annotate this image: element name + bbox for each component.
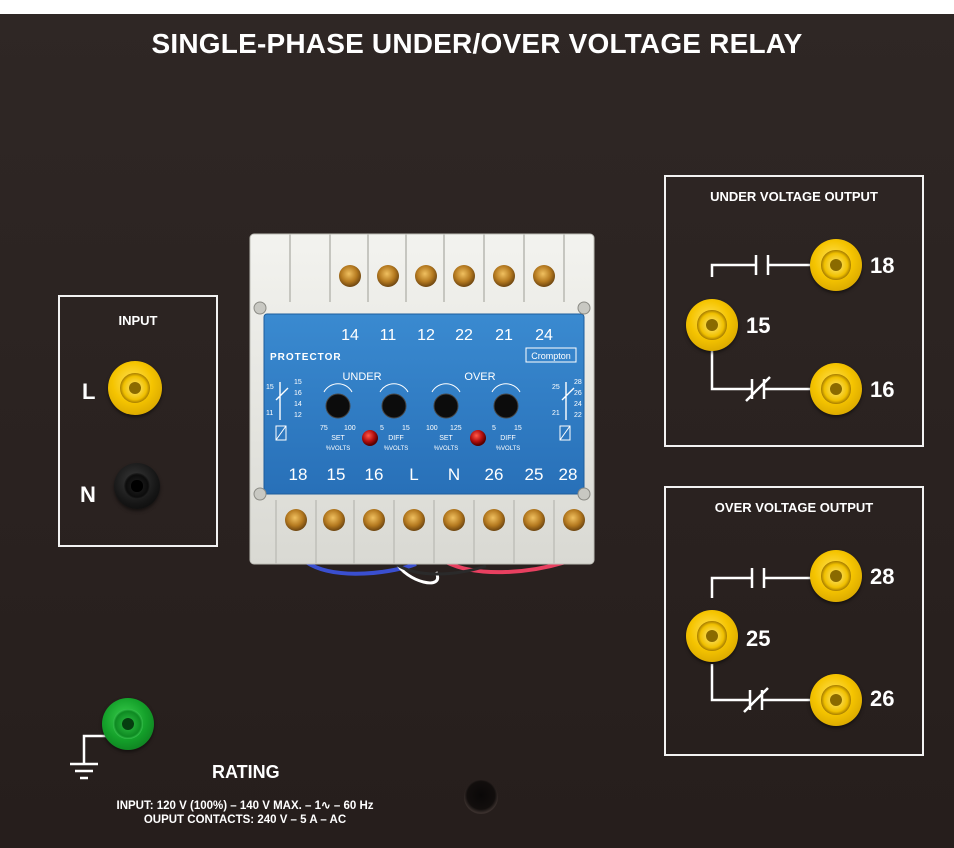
knob-min: 5	[380, 425, 384, 432]
knob-max: 100	[344, 425, 356, 432]
knob-min: 100	[426, 425, 438, 432]
input-box-title: INPUT	[118, 313, 158, 328]
relay-top-terminal: 21	[495, 327, 513, 344]
over-voltage-output-box: OVER VOLTAGE OUTPUT 28 25 26	[664, 486, 924, 756]
under-voltage-output-title: UNDER VOLTAGE OUTPUT	[710, 189, 878, 204]
terminal-26-jack[interactable]	[810, 674, 862, 726]
left-side-label: 15	[266, 384, 274, 391]
rating-label: RATING	[212, 762, 280, 782]
terminal-18-jack[interactable]	[810, 239, 862, 291]
terminal-26-label: 26	[870, 686, 895, 711]
terminal-16-jack[interactable]	[810, 363, 862, 415]
relay-bottom-terminal: 18	[289, 465, 308, 484]
right-side-label: 21	[552, 410, 560, 417]
terminal-28-jack[interactable]	[810, 550, 862, 602]
ground-symbol-icon	[70, 734, 106, 780]
right-side-label: 25	[552, 384, 560, 391]
knob-name: DIFF	[388, 435, 404, 442]
neutral-input-jack[interactable]	[114, 463, 160, 509]
relay-bottom-terminal: 25	[525, 465, 544, 484]
over-voltage-output-title: OVER VOLTAGE OUTPUT	[714, 500, 874, 515]
right-scale-label: 24	[574, 401, 582, 408]
knob-max: 15	[402, 425, 410, 432]
relay-top-terminal: 22	[455, 327, 473, 344]
relay-top-terminal: 14	[341, 327, 359, 344]
terminal-15-label: 15	[746, 313, 771, 338]
knob-name: SET	[439, 435, 453, 442]
relay-module: 14 11 12 22 21 24 PROTECTOR Crompton UND…	[249, 233, 595, 585]
left-scale-label: 16	[294, 390, 302, 397]
relay-top-terminal: 11	[380, 327, 397, 344]
relay-bottom-terminal: 15	[327, 465, 346, 484]
over-label: OVER	[464, 371, 495, 383]
under-voltage-output-box: UNDER VOLTAGE OUTPUT 18 15 16	[664, 175, 924, 447]
knob-unit: %VOLTS	[434, 446, 459, 452]
relay-bottom-terminal: 26	[485, 465, 504, 484]
relay-bottom-terminal: L	[409, 465, 418, 484]
terminal-18-label: 18	[870, 253, 895, 278]
knob-name: DIFF	[500, 435, 516, 442]
knob-unit: %VOLTS	[496, 446, 521, 452]
right-scale-label: 28	[574, 379, 582, 386]
terminal-25-jack[interactable]	[686, 610, 738, 662]
neutral-label: N	[80, 482, 96, 507]
knob-unit: %VOLTS	[326, 446, 351, 452]
right-scale-label: 22	[574, 412, 582, 419]
knob-max: 15	[514, 425, 522, 432]
rating-input-line: INPUT: 120 V (100%) – 140 V MAX. – 1∿ – …	[116, 800, 374, 812]
relay-bottom-terminal: 28	[559, 465, 578, 484]
under-contact-diagram	[710, 255, 816, 402]
terminal-15-jack[interactable]	[686, 299, 738, 351]
line-label: L	[82, 379, 96, 404]
terminal-25-label: 25	[746, 626, 771, 651]
relay-top-terminal: 24	[535, 327, 553, 344]
relay-bottom-terminal: N	[448, 465, 460, 484]
relay-bottom-terminal: 16	[365, 465, 384, 484]
under-led	[362, 430, 378, 446]
knob-name: SET	[331, 435, 345, 442]
over-led	[470, 430, 486, 446]
right-scale-label: 26	[574, 390, 582, 397]
knob-min: 5	[492, 425, 496, 432]
relay-maker: Crompton	[531, 351, 571, 361]
input-box: INPUT L N	[58, 295, 218, 547]
under-label: UNDER	[342, 371, 381, 383]
panel-title: SINGLE-PHASE UNDER/OVER VOLTAGE RELAY	[151, 28, 803, 59]
left-scale-label: 15	[294, 379, 302, 386]
terminal-28-label: 28	[870, 564, 895, 589]
relay-brand: PROTECTOR	[270, 352, 342, 363]
left-scale-label: 12	[294, 412, 302, 419]
terminal-16-label: 16	[870, 377, 895, 402]
relay-top-terminal: 12	[417, 327, 435, 344]
rating-output-line: OUPUT CONTACTS: 240 V – 5 A – AC	[143, 814, 347, 826]
left-side-label: 11	[266, 410, 273, 417]
left-scale-label: 14	[294, 401, 302, 408]
line-input-jack[interactable]	[108, 361, 162, 415]
over-contact-diagram	[710, 568, 816, 713]
mounting-hole	[464, 780, 498, 814]
knob-max: 125	[450, 425, 462, 432]
knob-min: 75	[320, 425, 328, 432]
ground-jack[interactable]	[102, 698, 154, 750]
knob-unit: %VOLTS	[384, 446, 409, 452]
